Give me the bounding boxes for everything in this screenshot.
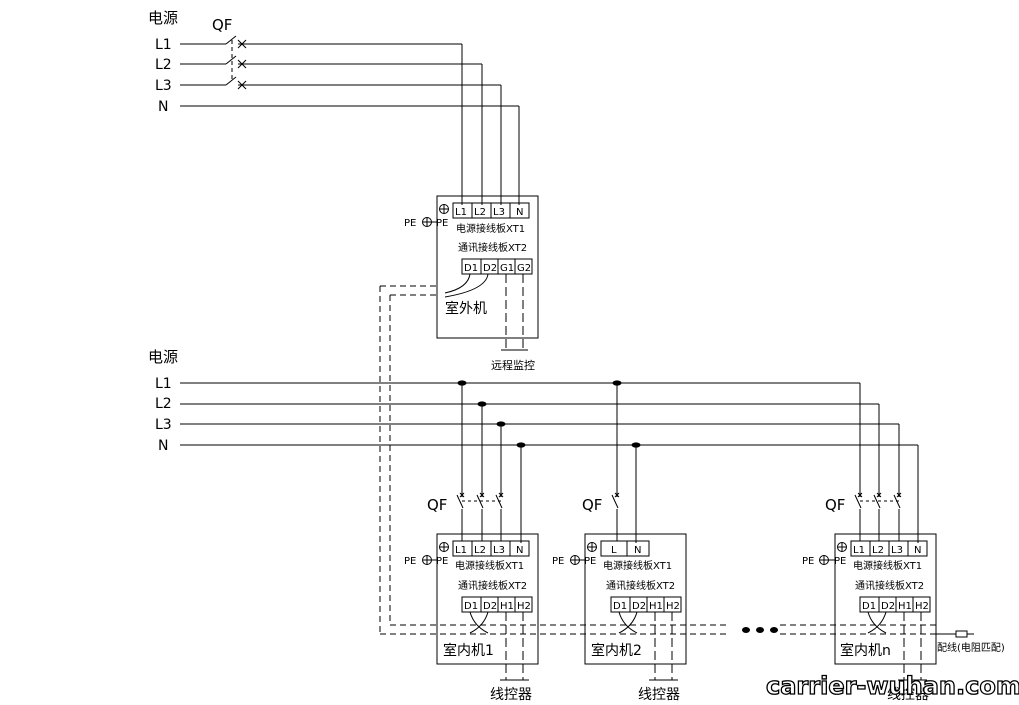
bottom-power-source: 电源 L1 L2 L3 N (148, 348, 919, 543)
indoor2-pe-outer: PE (552, 556, 564, 567)
continuation-dots (742, 627, 778, 633)
indoor-unit-1: QF L1 L2 L3 N (404, 492, 539, 703)
indoorn-qf-label: QF (825, 496, 845, 514)
bus-junctions (457, 380, 641, 448)
indoor1-unit-label: 室内机1 (443, 642, 494, 659)
indoorn-pe-outer: PE (802, 556, 814, 567)
indoor2-t-n: N (634, 545, 641, 556)
bottom-power-label: 电源 (148, 348, 178, 366)
indoor1-t-l2: L2 (474, 545, 486, 556)
watermark: carrier-wuhan.com (766, 672, 1019, 700)
bottom-l3-label: L3 (155, 417, 172, 433)
indoorn-t-h2: H2 (915, 601, 929, 612)
outdoor-t-n: N (516, 207, 523, 218)
outdoor-t-l3: L3 (493, 207, 505, 218)
indoorn-pe-inner: PE (834, 556, 846, 567)
outdoor-t-l2: L2 (474, 207, 486, 218)
outdoor-t-l1: L1 (455, 207, 467, 218)
bottom-l2-label: L2 (155, 396, 172, 412)
indoor2-t-h1: H1 (649, 601, 663, 612)
indoorn-power-board-label: 电源接线板XT1 (853, 559, 922, 572)
indoor2-t-h2: H2 (666, 601, 680, 612)
indoor1-pe-inner: PE (436, 556, 448, 567)
indoorn-t-d2: D2 (881, 601, 895, 612)
indoorn-comm-board-label: 通讯接线板XT2 (855, 579, 924, 592)
indoor1-power-board-label: 电源接线板XT1 (455, 559, 524, 572)
indoor2-unit-label: 室内机2 (591, 642, 642, 659)
outdoor-pe-inner: PE (436, 218, 448, 229)
outdoor-comm-board-label: 通讯接线板XT2 (458, 241, 527, 254)
outdoor-t-d2: D2 (483, 263, 497, 274)
indoor-unit-n: QF L (802, 492, 1005, 703)
indoorn-controller-label: 线控器 (887, 687, 929, 703)
indoorn-t-n: N (914, 545, 921, 556)
bottom-n-label: N (158, 438, 168, 454)
top-power-source: 电源 QF L1 L2 L3 N (148, 9, 520, 205)
indoor2-pe-inner: PE (584, 556, 596, 567)
outdoor-unit-label: 室外机 (445, 300, 487, 317)
outdoor-unit: L1 L2 L3 N PE 电源接线板XT1 通讯接线板XT2 D1 D2 G1… (404, 195, 539, 372)
outdoor-pe-outer: PE (404, 218, 416, 229)
outdoor-t-g2: G2 (517, 263, 531, 274)
indoor1-pe-outer: PE (404, 556, 416, 567)
indoor2-comm-board-label: 通讯接线板XT2 (606, 579, 675, 592)
indoorn-t-l2: L2 (872, 545, 884, 556)
indoor2-t-l: L (611, 545, 617, 556)
outdoor-power-board-label: 电源接线板XT1 (456, 222, 525, 235)
top-qf-label: QF (212, 16, 232, 34)
indoor1-t-d2: D2 (483, 601, 497, 612)
indoorn-t-l1: L1 (853, 545, 865, 556)
matching-resistor-label: 配线(电阻匹配) (937, 641, 1005, 654)
indoorn-t-l3: L3 (891, 545, 903, 556)
top-l1-label: L1 (155, 37, 172, 53)
indoor1-t-l1: L1 (455, 545, 467, 556)
top-power-label: 电源 (148, 9, 178, 27)
indoor1-t-l3: L3 (493, 545, 505, 556)
indoor1-t-h1: H1 (500, 601, 514, 612)
indoor2-t-d1: D1 (613, 601, 627, 612)
indoor2-t-d2: D2 (632, 601, 646, 612)
indoorn-unit-label: 室内机n (840, 642, 891, 659)
bottom-bus-lines (180, 382, 919, 543)
outdoor-t-g1: G1 (500, 263, 514, 274)
top-n-label: N (158, 99, 168, 115)
top-power-lines (180, 35, 520, 205)
indoorn-t-d1: D1 (862, 601, 876, 612)
indoor1-qf-label: QF (427, 496, 447, 514)
outdoor-t-d1: D1 (464, 263, 478, 274)
indoor2-qf-label: QF (582, 496, 602, 514)
indoor2-controller-label: 线控器 (638, 687, 680, 703)
indoor1-t-h2: H2 (517, 601, 531, 612)
top-l3-label: L3 (155, 78, 172, 94)
remote-monitor-label: 远程监控 (491, 358, 535, 372)
indoor1-comm-board-label: 通讯接线板XT2 (458, 579, 527, 592)
indoor-unit-2: QF L N PE PE 电源接线板XT1 通讯接线板XT2 D1 D2 (552, 492, 687, 703)
indoor1-t-d1: D1 (464, 601, 478, 612)
top-l2-label: L2 (155, 57, 172, 73)
bottom-l1-label: L1 (155, 376, 172, 392)
indoorn-t-h1: H1 (898, 601, 912, 612)
indoor2-power-board-label: 电源接线板XT1 (603, 559, 672, 572)
comm-bus (379, 285, 936, 635)
indoor1-t-n: N (516, 545, 523, 556)
indoor1-controller-label: 线控器 (490, 687, 532, 703)
